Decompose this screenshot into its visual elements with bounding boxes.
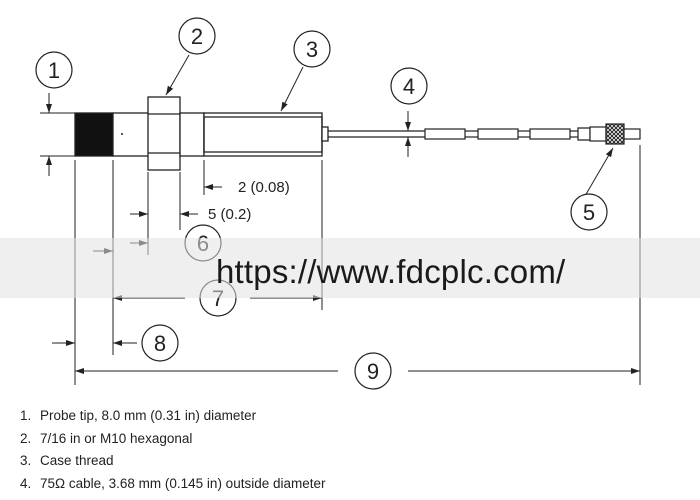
callout-number-2: 2 [191, 24, 203, 49]
legend-item: 4. 75Ω cable, 3.68 mm (0.145 in) outside … [20, 473, 680, 496]
callout-number-9: 9 [367, 359, 379, 384]
callout-circles [35, 17, 608, 390]
legend-item-number: 4. [20, 475, 32, 491]
callout-circle-1 [35, 51, 73, 89]
probe-body [74, 96, 329, 171]
connector-knurl [605, 123, 625, 145]
legend-item-text: 75Ω cable, 3.68 mm (0.145 in) outside di… [40, 475, 326, 491]
callout-circle-5 [570, 193, 608, 231]
probe-case [203, 112, 323, 157]
legend-item: 2. 7/16 in or M10 hexagonal [20, 428, 680, 451]
callout-circle-8 [141, 324, 179, 362]
callout-number-8: 8 [154, 331, 166, 356]
legend-item: 1. Probe tip, 8.0 mm (0.31 in) diameter [20, 405, 680, 428]
legend-item: 3. Case thread [20, 450, 680, 473]
legend-list: 1. Probe tip, 8.0 mm (0.31 in) diameter 2… [20, 405, 680, 495]
thread-section [179, 112, 205, 157]
callout-circle-3 [293, 30, 331, 68]
dimension-label-hex-width: 5 (0.2) [208, 206, 251, 223]
hex-nut [147, 96, 181, 171]
probe-diagram: 1 2 3 4 5 6 7 8 9 2 (0.08) 5 (0.2) [35, 17, 641, 390]
leader-lines [165, 54, 614, 197]
probe-shank [112, 112, 151, 157]
legend-item-number: 3. [20, 453, 32, 468]
callout-circle-4 [390, 67, 428, 105]
callout-number-5: 5 [583, 200, 595, 225]
callout-circle-9 [354, 352, 392, 390]
callout-circle-2 [178, 17, 216, 55]
callout-number-3: 3 [306, 37, 318, 62]
case-taper [321, 126, 329, 142]
watermark-text: https://www.fdcplc.com/ [216, 253, 566, 290]
watermark-band [0, 238, 700, 298]
legend-item-number: 1. [20, 408, 32, 423]
dimension-label-case-offset: 2 (0.08) [238, 179, 290, 196]
legend-item-number: 2. [20, 430, 32, 446]
callout-number-4: 4 [403, 74, 415, 99]
legend-item-text: 7/16 in or M10 hexagonal [40, 430, 193, 446]
legend-item-text: Case thread [40, 453, 114, 468]
cable [328, 123, 641, 145]
callout-number-1: 1 [48, 58, 60, 83]
probe-tip [74, 112, 114, 157]
legend-item-text: Probe tip, 8.0 mm (0.31 in) diameter [40, 408, 257, 423]
